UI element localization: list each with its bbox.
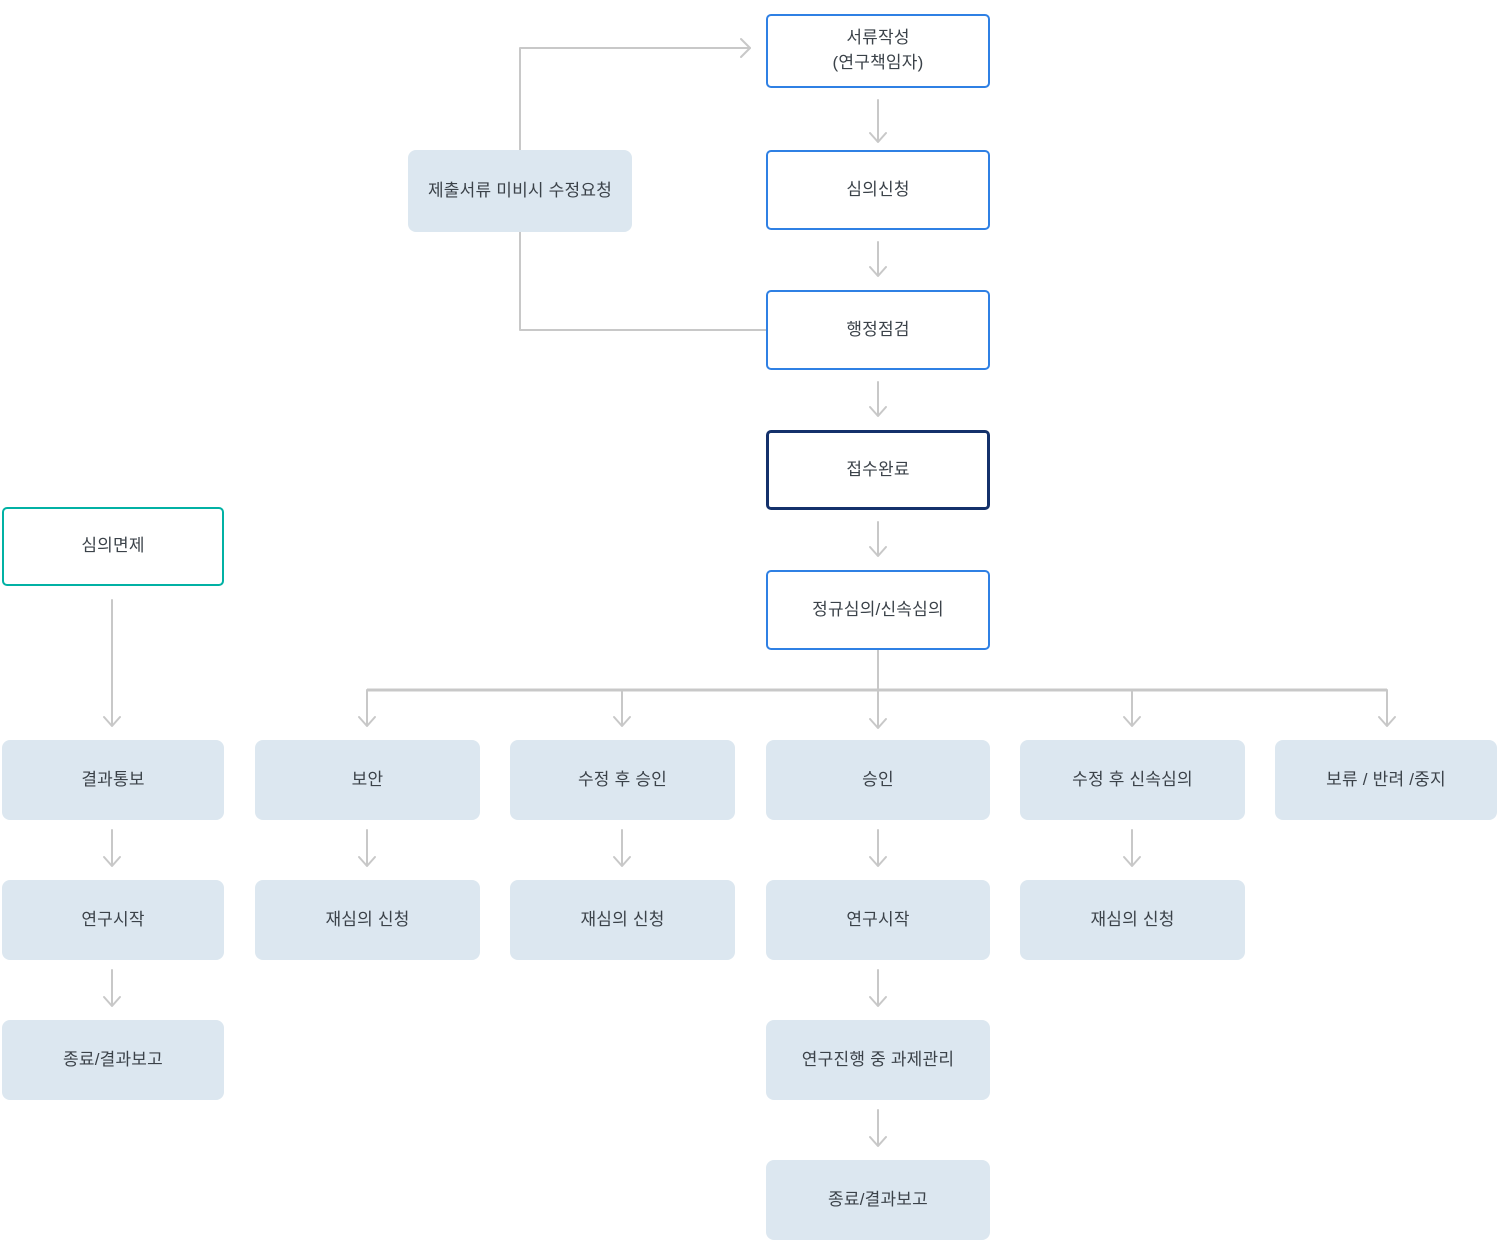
- node-label: (연구책임자): [832, 53, 924, 72]
- node-review-apply: 심의신청: [766, 150, 990, 230]
- node-task-management: 연구진행 중 과제관리: [766, 1020, 990, 1100]
- node-rereview-after-supplement: 재심의 신청: [255, 880, 480, 960]
- node-admin-check: 행정점검: [766, 290, 990, 370]
- arrow-review-apply-to-admin-check: [869, 241, 887, 277]
- node-supplement: 보안: [255, 740, 480, 820]
- node-label: 심의면제: [81, 536, 145, 556]
- node-label: 서류작성: [846, 28, 910, 48]
- node-label: 행정점검: [846, 319, 910, 339]
- node-revision-request: 제출서류 미비시 수정요청: [408, 150, 632, 232]
- node-approval: 승인: [766, 740, 990, 820]
- node-label: 심의신청: [846, 179, 910, 199]
- node-label: 보류 / 반려 /중지: [1326, 769, 1446, 789]
- arrow-doc-prep-to-review-apply: [869, 99, 887, 143]
- node-exemption: 심의면제: [2, 507, 224, 586]
- node-label: 승인: [862, 769, 894, 789]
- feedback-arrowhead-right-icon: [740, 38, 751, 58]
- node-study-start-left: 연구시작: [2, 880, 224, 960]
- arrow-branch-to-approval-after-revision: [613, 689, 631, 727]
- node-end-report-left: 종료/결과보고: [2, 1020, 224, 1100]
- node-label: 수정 후 승인: [577, 769, 668, 789]
- node-review-type: 정규심의/신속심의: [766, 570, 990, 650]
- node-rereview-after-expedited: 재심의 신청: [1020, 880, 1245, 960]
- arrow-task-mgmt-to-end-report: [869, 1109, 887, 1147]
- node-rereview-after-revision: 재심의 신청: [510, 880, 735, 960]
- arrow-study-start-to-task-mgmt: [869, 969, 887, 1007]
- arrow-approval-after-revision-to-rereview: [613, 829, 631, 867]
- arrow-supplement-to-rereview: [358, 829, 376, 867]
- node-label: 접수완료: [846, 459, 910, 479]
- node-label: 재심의 신청: [325, 909, 410, 929]
- node-label: 종료/결과보고: [828, 1189, 928, 1209]
- arrow-branch-to-hold-reject-stop: [1378, 689, 1396, 727]
- node-label: 재심의 신청: [580, 909, 665, 929]
- node-label: 수정 후 신속심의: [1072, 769, 1193, 789]
- arrow-review-type-to-approval: [869, 649, 887, 729]
- arrow-admin-check-to-receipt: [869, 381, 887, 417]
- node-hold-reject-stop: 보류 / 반려 /중지: [1275, 740, 1497, 820]
- node-receipt-complete: 접수완료: [766, 430, 990, 510]
- node-end-report-center: 종료/결과보고: [766, 1160, 990, 1240]
- node-label: 결과통보: [81, 769, 145, 789]
- node-label: 제출서류 미비시 수정요청: [427, 180, 613, 200]
- arrow-branch-to-expedited-after-revision: [1123, 689, 1141, 727]
- node-label: 보안: [351, 769, 384, 789]
- node-label: 종료/결과보고: [63, 1049, 163, 1069]
- arrow-approval-to-study-start: [869, 829, 887, 867]
- node-result-notice: 결과통보: [2, 740, 224, 820]
- node-expedited-after-revision: 수정 후 신속심의: [1020, 740, 1245, 820]
- arrow-result-notice-to-study-start: [103, 829, 121, 867]
- node-label: 연구시작: [81, 909, 145, 929]
- arrow-receipt-to-review-type: [869, 521, 887, 557]
- node-label: 재심의 신청: [1090, 909, 1175, 929]
- node-label: 정규심의/신속심의: [812, 599, 944, 619]
- node-study-start-center: 연구시작: [766, 880, 990, 960]
- node-doc-prep: 서류작성 (연구책임자): [766, 14, 990, 88]
- arrow-branch-to-supplement: [358, 689, 376, 727]
- arrow-exemption-to-result-notice: [103, 599, 121, 727]
- node-label: 연구진행 중 과제관리: [801, 1049, 955, 1069]
- node-approval-after-revision: 수정 후 승인: [510, 740, 735, 820]
- arrow-study-start-to-end-report-left: [103, 969, 121, 1007]
- arrow-expedited-to-rereview: [1123, 829, 1141, 867]
- node-label: 연구시작: [846, 909, 910, 929]
